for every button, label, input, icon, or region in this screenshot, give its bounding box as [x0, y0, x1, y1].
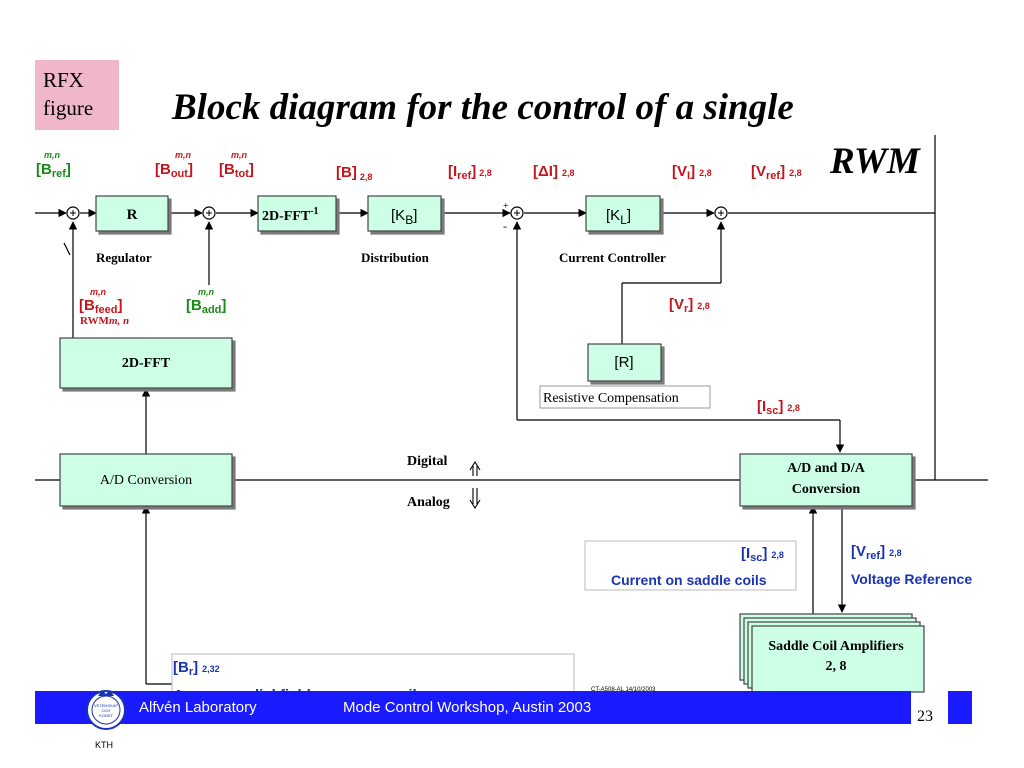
kth-logo-caption: KTH: [95, 740, 113, 750]
controller-block: [585, 195, 661, 232]
summing-junctions: [66, 206, 728, 220]
v-r-label: [Vr]2,8: [669, 296, 710, 315]
resistor-block: [587, 343, 662, 382]
svg-text:VETENSKAP: VETENSKAP: [94, 703, 118, 708]
minus-sign: -: [503, 219, 507, 233]
b-feed-label: [Bfeed]: [79, 297, 122, 316]
v-i-label: [VI]2,8: [672, 163, 712, 182]
b-tot-label: [Btot]: [219, 161, 254, 180]
amplifiers-line2: 2, 8: [826, 659, 847, 674]
fft-block-text: 2D-FFT: [122, 356, 171, 371]
vref-legend-symbol: [Vref]2,8: [851, 543, 902, 562]
resistive-label-box: [539, 385, 711, 409]
rfx-label-line1: RFX: [43, 68, 84, 92]
distribution-block: [367, 195, 442, 232]
slide-title-line2: RWM: [830, 141, 920, 182]
b-out-sup: m,n: [175, 150, 192, 160]
i-sc-label: [Isc]2,8: [757, 398, 800, 417]
rfx-figure-label: RFX figure: [35, 60, 119, 130]
isc-legend-box: [584, 540, 797, 591]
footer-bar: [35, 691, 911, 724]
slide-number: 23: [917, 708, 933, 725]
digital-analog-arrows: [469, 460, 481, 510]
distribution-caption: Distribution: [361, 250, 430, 265]
b-ref-sup: m,n: [44, 150, 61, 160]
regulator-caption: Regulator: [96, 250, 152, 265]
svg-text:OCH: OCH: [102, 708, 111, 713]
svg-text:KONST: KONST: [99, 713, 113, 718]
vref-legend-desc: Voltage Reference: [851, 571, 972, 587]
regulator-block-text: R: [127, 207, 138, 223]
b-add-label: [Badd]: [186, 297, 226, 316]
v-ref-top-label: [Vref]2,8: [751, 163, 802, 182]
distribution-block-text: [KB]: [391, 207, 417, 227]
b-out-label: [Bout]: [155, 161, 193, 180]
ad-block: [59, 453, 233, 507]
resistor-block-text: [R]: [614, 354, 633, 371]
isc-legend-symbol: [Isc]2,8: [741, 545, 784, 564]
b-add-sup: m,n: [198, 287, 215, 297]
ad-block-text: A/D Conversion: [100, 473, 192, 488]
controller-block-text: [KL]: [606, 207, 631, 227]
footer-lab: Alfvén Laboratory: [139, 699, 257, 716]
rwm-label: RWMm, n: [80, 315, 129, 327]
fft-inverse-text: 2D-FFT-1: [262, 206, 319, 224]
delta-i-label: [ΔI]2,8: [533, 163, 574, 180]
footer-event: Mode Control Workshop, Austin 2003: [343, 699, 592, 716]
amplifier-stack: [739, 613, 925, 693]
ad-da-line1: A/D and D/A: [787, 461, 866, 476]
fft-block: [59, 337, 233, 389]
rfx-label-line2: figure: [43, 96, 94, 120]
b-ref-label: [Bref]: [36, 161, 71, 180]
fft-inverse-block: [257, 195, 337, 232]
b-tot-sup: m,n: [231, 150, 248, 160]
isc-legend-desc: Current on saddle coils: [611, 572, 767, 588]
slide-title-line1: Block diagram for the control of a singl…: [172, 87, 794, 128]
footer-square: [948, 691, 972, 724]
b-28-label: [B]2,8: [336, 164, 372, 182]
plus-sign: +: [503, 201, 509, 212]
regulator-block: [95, 195, 169, 232]
analog-label: Analog: [407, 495, 450, 510]
i-ref-label: [Iref]2,8: [448, 163, 492, 182]
b-feed-sup: m,n: [90, 287, 107, 297]
controller-caption: Current Controller: [559, 250, 666, 265]
amplifiers-line1: Saddle Coil Amplifiers: [768, 639, 904, 654]
kth-logo-icon: VETENSKAP OCH KONST: [86, 690, 126, 730]
document-stamp: CT-A508-AL 14/10/2003: [591, 687, 656, 693]
ad-da-line2: Conversion: [792, 482, 861, 497]
ad-da-block: [739, 453, 913, 507]
resistive-caption: Resistive Compensation: [543, 391, 679, 406]
digital-label: Digital: [407, 454, 448, 469]
br-legend-symbol: [Br]2,32: [173, 659, 220, 678]
